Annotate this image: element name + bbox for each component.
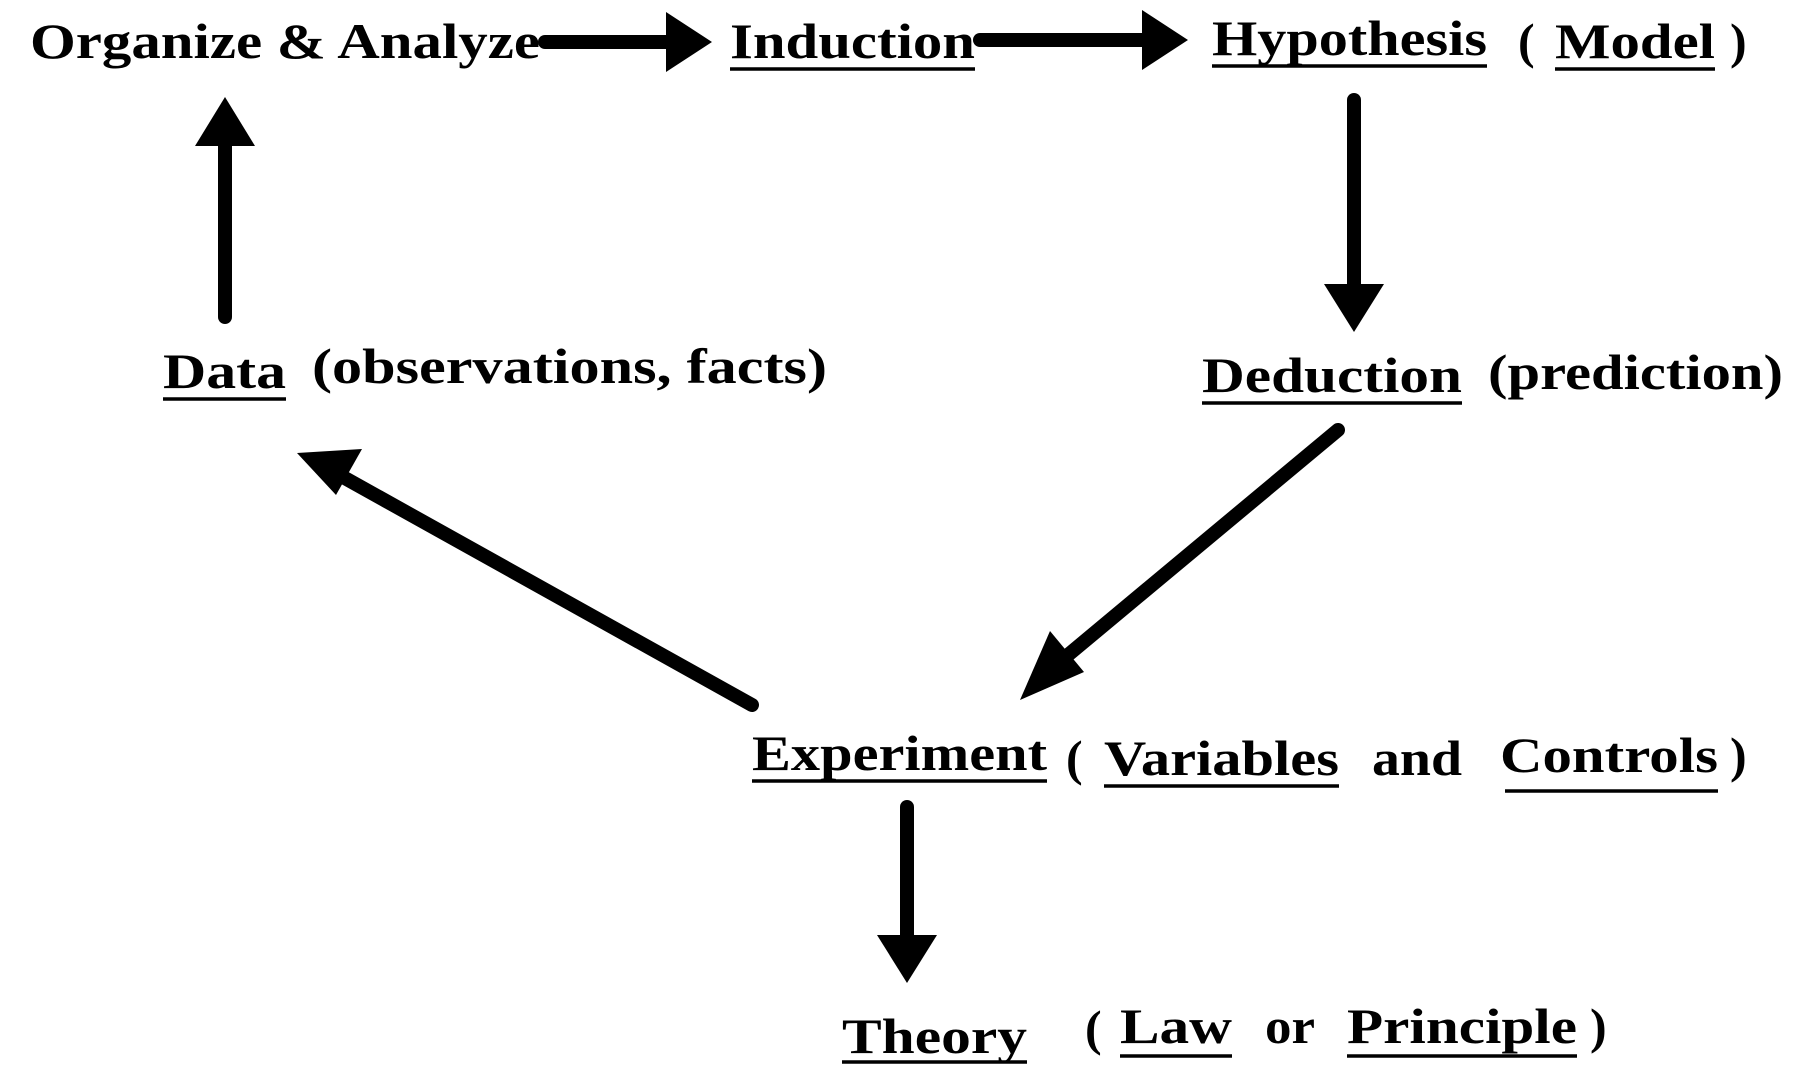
arrow-data-to-organize (195, 97, 255, 324)
induction-label: Induction (730, 13, 975, 69)
theory-label: Theory (842, 1008, 1027, 1064)
arrow-experiment-to-data (297, 449, 759, 712)
arrow-induction-to-hypothesis (973, 10, 1188, 70)
experiment-open-paren: ( (1066, 730, 1083, 786)
experiment-label: Experiment (752, 725, 1047, 781)
theory-close-paren: ) (1590, 998, 1607, 1054)
node-experiment: Experiment ( Variables and Controls ) (752, 725, 1747, 793)
node-deduction: Deduction (prediction) (1202, 344, 1783, 405)
experiment-conj-and: and (1372, 730, 1462, 786)
data-label: Data (163, 343, 286, 399)
hypothesis-open-paren: ( (1518, 13, 1535, 69)
node-hypothesis: Hypothesis ( Model ) (1212, 10, 1747, 71)
theory-open-paren: ( (1085, 1000, 1102, 1056)
experiment-detail-variables: Variables (1104, 730, 1339, 786)
arrow-deduction-to-experiment (1020, 423, 1345, 700)
theory-detail-principle: Principle (1347, 998, 1577, 1054)
theory-detail-law: Law (1120, 998, 1232, 1054)
experiment-close-paren: ) (1730, 727, 1747, 783)
arrow-experiment-to-theory (877, 800, 937, 983)
hypothesis-close-paren: ) (1730, 13, 1747, 69)
node-data: Data (observations, facts) (163, 338, 827, 401)
node-theory: Theory ( Law or Principle ) (842, 998, 1607, 1064)
arrow-hypothesis-to-deduction (1324, 93, 1384, 332)
deduction-detail: (prediction) (1488, 344, 1783, 400)
arrow-organize-to-induction (538, 12, 712, 72)
theory-conj-or: or (1265, 998, 1315, 1054)
hypothesis-label: Hypothesis (1212, 10, 1487, 66)
node-induction: Induction (730, 13, 975, 71)
hypothesis-detail-model: Model (1555, 13, 1715, 69)
node-organize-analyze: Organize & Analyze (30, 13, 540, 69)
data-detail: (observations, facts) (312, 338, 827, 394)
experiment-detail-controls: Controls (1500, 727, 1718, 783)
deduction-label: Deduction (1202, 347, 1462, 403)
